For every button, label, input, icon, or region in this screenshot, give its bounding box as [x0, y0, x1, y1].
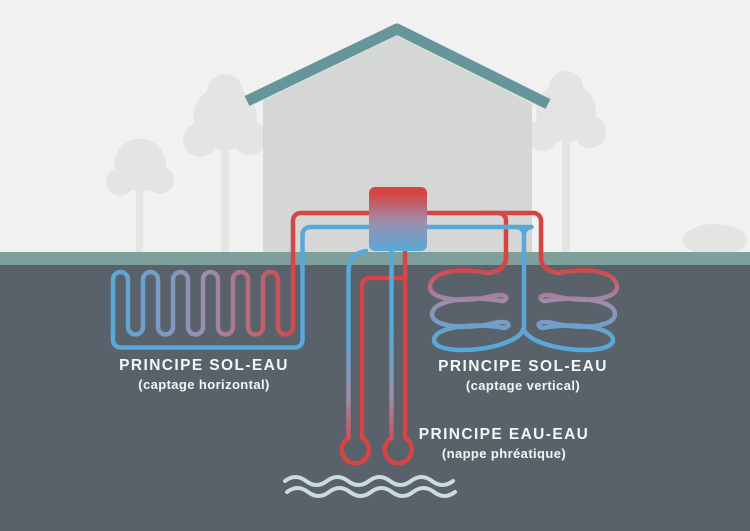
- ground-surface: [0, 252, 750, 265]
- tree-icon: [183, 74, 267, 253]
- vertical-coil-left: [427, 250, 527, 353]
- label-sol-eau-vertical: PRINCIPE SOL-EAU (captage vertical): [438, 358, 608, 393]
- label-subtitle: (nappe phréatique): [441, 446, 567, 462]
- vertical-collector-return-riser: [424, 224, 534, 332]
- probe-left-cold-pipe: [346, 248, 369, 441]
- heat-pump-icon: [369, 187, 427, 251]
- label-sol-eau-horizontal: PRINCIPE SOL-EAU (captage horizontal): [119, 357, 289, 392]
- horizontal-collector-pipe: [110, 210, 372, 337]
- label-subtitle: (captage vertical): [465, 378, 581, 394]
- tree-icon: [527, 71, 606, 253]
- vertical-collector-supply-outer: [424, 210, 544, 261]
- tree-icon: [106, 139, 174, 253]
- house-body: [263, 33, 532, 253]
- horizontal-collector-return-pipe: [110, 224, 372, 350]
- house-roof: [244, 23, 551, 109]
- vertical-coil-right: [520, 250, 620, 353]
- label-subtitle: (captage horizontal): [138, 377, 270, 393]
- label-title: PRINCIPE SOL-EAU: [438, 358, 608, 375]
- bush-icon: [683, 224, 747, 256]
- underground-soil: [0, 265, 750, 531]
- label-title: PRINCIPE EAU-EAU: [418, 426, 590, 443]
- label-title: PRINCIPE SOL-EAU: [119, 357, 289, 374]
- background-trees: [106, 71, 747, 256]
- probe-right-hot-pipe: [382, 248, 414, 466]
- label-eau-eau: PRINCIPE EAU-EAU (nappe phréatique): [419, 426, 590, 461]
- vertical-collector-supply-inner: [477, 210, 509, 261]
- groundwater-waves-icon: [283, 475, 457, 498]
- probe-left-hot-pipe: [339, 275, 406, 466]
